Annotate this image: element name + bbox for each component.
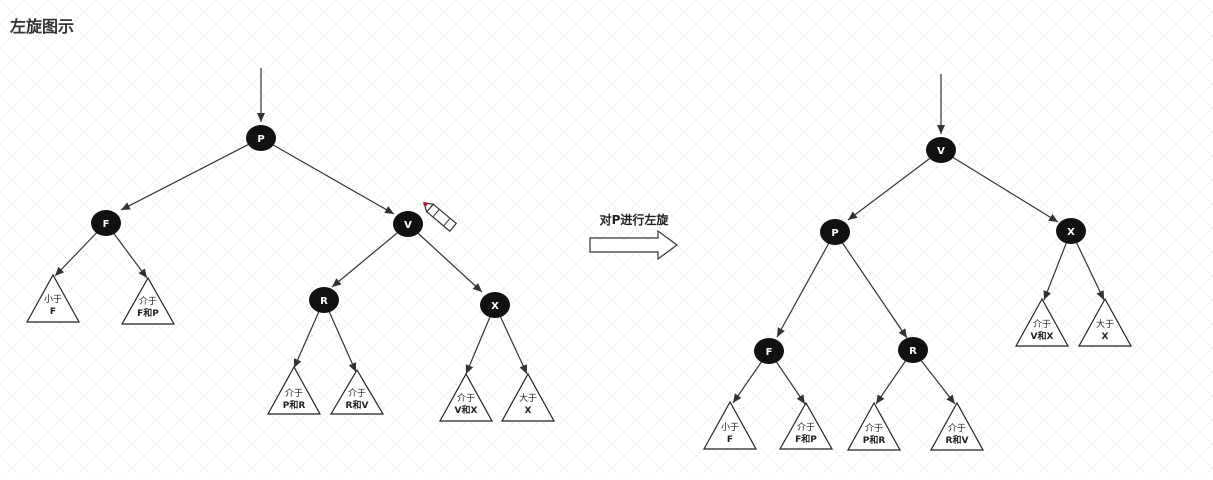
svg-text:F: F [103, 219, 110, 230]
svg-text:P: P [257, 134, 264, 145]
svg-text:介于: 介于 [797, 422, 815, 433]
svg-text:介于: 介于 [139, 296, 157, 307]
node-F: F [91, 210, 121, 236]
edge-V-R [331, 223, 409, 288]
svg-text:X: X [1102, 332, 1109, 342]
svg-text:F: F [766, 347, 773, 358]
svg-text:V和X: V和X [1031, 330, 1054, 342]
svg-text:介于: 介于 [1033, 319, 1051, 330]
edge-V-X [407, 223, 483, 293]
pencil-cursor-icon [423, 202, 458, 232]
subtree-triangle: 介于 P和R [846, 401, 902, 451]
svg-text:V: V [404, 220, 412, 231]
edge-P-F [120, 137, 262, 211]
edge-P-F [776, 231, 836, 338]
node-X: X [480, 292, 510, 318]
svg-text:大于: 大于 [1096, 318, 1114, 330]
subtree-triangle: 介于 F和P [778, 401, 834, 450]
svg-text:P和R: P和R [283, 399, 306, 411]
svg-text:R和V: R和V [946, 434, 969, 446]
svg-text:小于: 小于 [721, 422, 739, 433]
svg-text:F和P: F和P [137, 307, 159, 319]
edge-P-V [260, 137, 395, 215]
svg-text:F和P: F和P [795, 433, 817, 445]
node-V: V [926, 137, 956, 163]
operation-label: 对P进行左旋 [600, 212, 670, 227]
node-X: X [1056, 218, 1086, 244]
before-tree: P F V R X 小于 F [25, 68, 556, 422]
subtree-triangle: 介于 V和X [438, 372, 494, 422]
svg-text:介于: 介于 [948, 423, 966, 434]
svg-text:大于: 大于 [519, 392, 537, 404]
svg-text:V和X: V和X [455, 404, 478, 416]
node-P: P [820, 219, 850, 245]
node-R: R [898, 337, 928, 363]
svg-text:F: F [727, 435, 733, 445]
node-F: F [754, 338, 784, 364]
subtree-triangle: 介于 R和V [929, 401, 985, 451]
edge-V-P [847, 149, 942, 221]
svg-text:介于: 介于 [348, 388, 366, 399]
rotation-operation: 对P进行左旋 [589, 212, 679, 261]
edge-V-X [940, 149, 1059, 223]
subtree-triangle: 大于 X [500, 372, 556, 422]
subtree-triangle: 介于 R和V [329, 368, 385, 415]
node-V: V [393, 211, 423, 237]
subtree-triangle: 小于 F [25, 273, 81, 323]
svg-text:X: X [491, 301, 499, 312]
node-R: R [309, 287, 339, 313]
svg-text:P和R: P和R [863, 434, 886, 446]
subtree-triangle: 介于 P和R [266, 365, 322, 415]
subtree-triangle: 介于 V和X [1014, 297, 1070, 347]
svg-text:介于: 介于 [457, 393, 475, 404]
svg-text:介于: 介于 [285, 388, 303, 399]
svg-text:R: R [909, 346, 917, 357]
svg-text:小于: 小于 [44, 294, 62, 305]
subtree-triangle: 介于 F和P [120, 276, 176, 325]
subtree-triangle: 小于 F [702, 400, 758, 450]
subtree-triangle: 大于 X [1077, 297, 1133, 347]
svg-text:P: P [831, 228, 838, 239]
edge-P-R [834, 231, 908, 339]
svg-text:V: V [937, 146, 945, 157]
page-title: 左旋图示 [10, 17, 75, 36]
after-tree: V P X F R 介于 V和X [702, 74, 1133, 451]
svg-text:X: X [525, 406, 532, 416]
svg-text:介于: 介于 [865, 423, 883, 434]
svg-text:X: X [1067, 227, 1075, 238]
node-P: P [246, 125, 276, 151]
svg-text:F: F [50, 307, 56, 317]
svg-text:R: R [320, 296, 328, 307]
right-arrow-icon [589, 229, 679, 261]
svg-text:R和V: R和V [346, 399, 369, 411]
